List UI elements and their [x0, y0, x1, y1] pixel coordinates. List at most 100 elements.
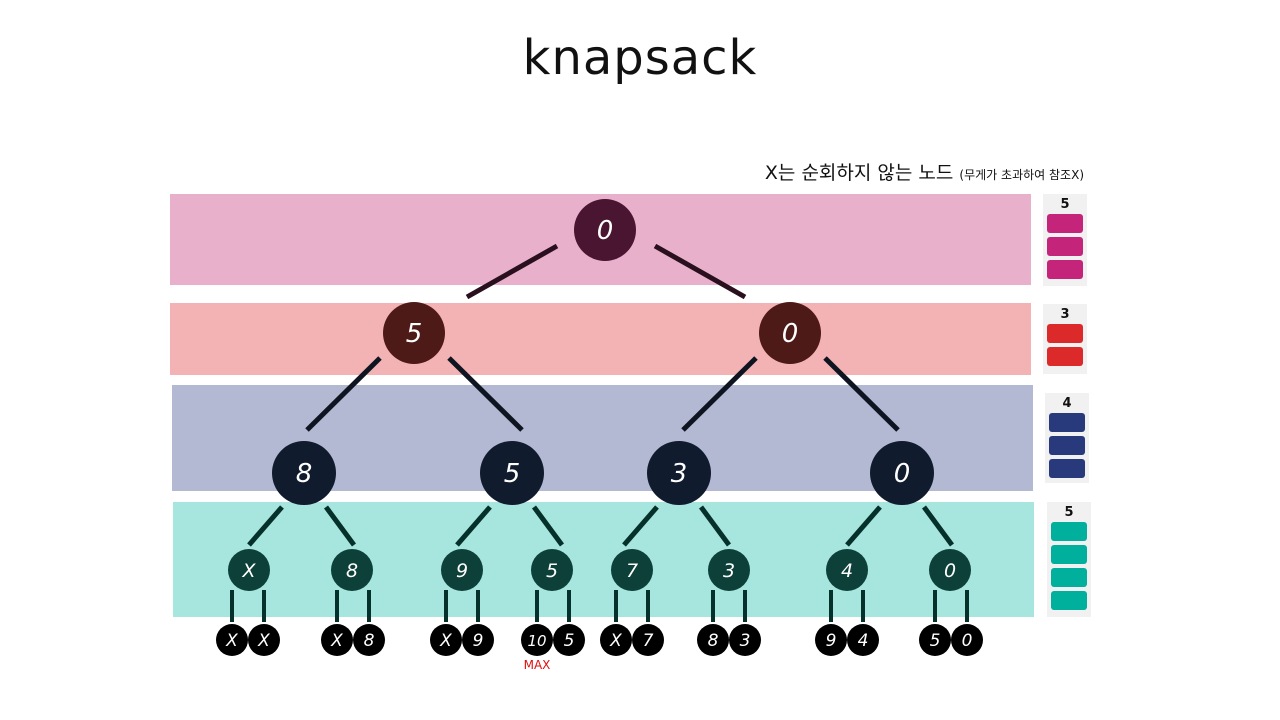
- tree-node-level2-circle: [647, 441, 711, 505]
- tree-node-level1-value: 5: [406, 319, 423, 349]
- tree-node-level0: 0: [574, 199, 636, 261]
- tree-node-level3-value: 8: [346, 560, 358, 582]
- item-weight-unit: [1051, 591, 1087, 610]
- leaf-node-value: 8: [708, 631, 719, 651]
- leaf-node-value: 3: [740, 631, 751, 651]
- tree-node-level2-circle: [272, 441, 336, 505]
- tree-node-level3-circle: [531, 549, 573, 591]
- edge-l1-l2: [823, 356, 900, 432]
- leaf-node-value: 9: [826, 631, 837, 651]
- tree-node-level3: 7: [611, 549, 653, 591]
- leaf-node-circle: [216, 624, 248, 656]
- tree-node-level2: 8: [272, 441, 336, 505]
- tree-node-level2: 5: [480, 441, 544, 505]
- leaf-node-max: 10: [521, 624, 553, 656]
- tree-node-level3-value: 3: [723, 560, 735, 582]
- edge-l2-l3: [531, 505, 565, 547]
- leaf-node: 0: [951, 624, 983, 656]
- leaf-node: X: [600, 624, 632, 656]
- leaf-node-circle: [729, 624, 761, 656]
- leaf-node-max-value: 10: [527, 632, 546, 650]
- edge-l2-l3: [247, 505, 284, 547]
- leaf-node: 8: [697, 624, 729, 656]
- tree-node-level3: 9: [441, 549, 483, 591]
- tree-node-level0-circle: [574, 199, 636, 261]
- tree-node-level1: 5: [383, 302, 445, 364]
- edge-l2-l3: [698, 505, 732, 547]
- tree-node-level3: 0: [929, 549, 971, 591]
- tree-node-level3: X: [228, 549, 270, 591]
- leaf-node: 9: [815, 624, 847, 656]
- tree-node-level3-circle: [929, 549, 971, 591]
- item-weight-unit: [1051, 545, 1087, 564]
- legend-note-sub: (무게가 초과하여 참조X): [959, 168, 1084, 182]
- item-weight-unit: [1047, 324, 1083, 343]
- max-label: MAX: [524, 658, 551, 672]
- leaf-node-circle: [600, 624, 632, 656]
- edge-l2-l3: [622, 505, 659, 547]
- legend-note-main: X는 순회하지 않는 노드: [764, 162, 954, 184]
- tree-node-level3-value: 9: [456, 560, 468, 582]
- leaf-node-circle: [353, 624, 385, 656]
- page-title: knapsack: [522, 30, 758, 86]
- item-weight-unit: [1049, 436, 1085, 455]
- tree-node-level3-value: 7: [626, 560, 638, 582]
- tree-node-level3-value: 5: [546, 560, 558, 582]
- item-weight-unit: [1047, 260, 1083, 279]
- edge-l1-l2: [681, 356, 758, 432]
- leaf-node-circle: [430, 624, 462, 656]
- edge-l2-l3: [921, 505, 955, 547]
- tree-node-level3-circle: [826, 549, 868, 591]
- leaf-node: X: [321, 624, 353, 656]
- tree-node-level1-circle: [759, 302, 821, 364]
- leaf-node-value: X: [439, 631, 452, 651]
- item-weight-unit: [1047, 347, 1083, 366]
- item-weight-label: 3: [1060, 307, 1069, 322]
- edge-l2-l3: [323, 505, 357, 547]
- item-weight-unit: [1049, 459, 1085, 478]
- leaf-node-value: 8: [364, 631, 375, 651]
- tree-node-level3: 3: [708, 549, 750, 591]
- edge-root-left: [465, 243, 559, 300]
- tree-node-level2-circle: [870, 441, 934, 505]
- item-weight-unit: [1051, 568, 1087, 587]
- item-weight-unit: [1049, 413, 1085, 432]
- leaf-node-circle: [248, 624, 280, 656]
- leaf-node-circle: [632, 624, 664, 656]
- tree-node-level3-circle: [331, 549, 373, 591]
- leaf-node-value: X: [330, 631, 343, 651]
- leaf-node-value: 5: [564, 631, 575, 651]
- edge-l1-l2: [447, 356, 524, 432]
- tree-node-level2-value: 3: [671, 459, 688, 489]
- leaf-node-circle: [462, 624, 494, 656]
- leaf-node-circle: [321, 624, 353, 656]
- leaf-node-max-circle: [521, 624, 553, 656]
- edge-l1-l2: [305, 356, 382, 432]
- legend-note: X는 순회하지 않는 노드 (무게가 초과하여 참조X): [765, 158, 1084, 185]
- edge-l2-l3: [845, 505, 882, 547]
- edge-root-right: [653, 243, 747, 300]
- leaf-node: 4: [847, 624, 879, 656]
- tree-node-level3-value: X: [241, 560, 256, 582]
- tree-node-level2-value: 8: [296, 459, 313, 489]
- leaf-node: X: [248, 624, 280, 656]
- leaf-node: 5: [919, 624, 951, 656]
- leaf-node-value: 5: [930, 631, 941, 651]
- tree-node-level3-value: 0: [944, 560, 956, 582]
- leaf-node: 8: [353, 624, 385, 656]
- item-weight-unit: [1047, 214, 1083, 233]
- item-weight-label: 4: [1062, 396, 1071, 411]
- tree-node-level2: 0: [870, 441, 934, 505]
- leaf-node: 3: [729, 624, 761, 656]
- level-band-4: [173, 502, 1034, 617]
- tree-node-level2-value: 5: [504, 459, 521, 489]
- tree-node-level0-value: 0: [597, 216, 614, 246]
- edge-l2-l3: [455, 505, 492, 547]
- tree-node-level1: 0: [759, 302, 821, 364]
- leaf-node-circle: [919, 624, 951, 656]
- item-3-legend: 4: [1045, 393, 1089, 483]
- tree-node-level3-value: 4: [841, 560, 853, 582]
- leaf-node-value: X: [257, 631, 270, 651]
